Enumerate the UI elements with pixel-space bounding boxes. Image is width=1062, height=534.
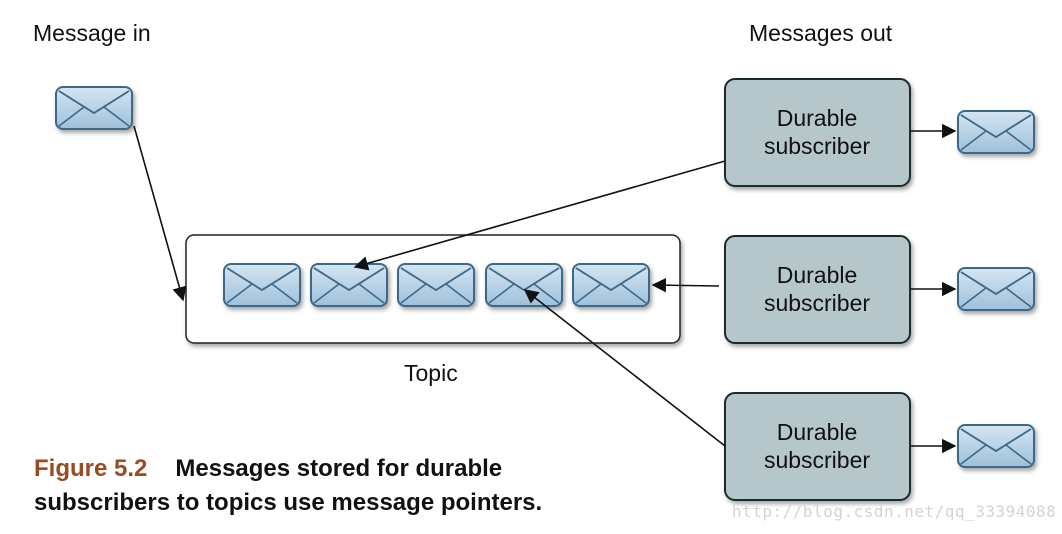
stored-message-1-envelope-icon	[223, 263, 301, 307]
arrow-subscriber-3-pointer	[523, 289, 726, 447]
stored-message-3-envelope-icon	[397, 263, 475, 307]
arrow-message-in-to-topic	[133, 125, 187, 302]
subscriber-3: Durable subscriber	[724, 392, 911, 501]
message-in-label: Message in	[33, 20, 151, 46]
subscriber-3-line2: subscriber	[764, 447, 870, 473]
stored-message-4-envelope-icon	[485, 263, 563, 307]
subscriber-1-box	[724, 78, 911, 187]
outgoing-message-2-envelope-icon	[957, 267, 1035, 311]
subscriber-1: Durable subscriber	[724, 78, 911, 187]
messages-out-label: Messages out	[749, 20, 893, 46]
caption-text-line2: subscribers to topics use message pointe…	[34, 489, 543, 516]
caption-text-line1: Messages stored for durable	[175, 455, 503, 482]
figure-caption: Figure 5.2 Messages stored for durable su…	[34, 452, 674, 520]
subscriber-1-line1: Durable	[777, 105, 858, 131]
figure-number: Figure 5.2	[34, 455, 148, 482]
arrow-subscriber-2-pointer	[651, 277, 720, 293]
outgoing-message-3-envelope-icon	[957, 424, 1035, 468]
arrow-subscriber-1-pointer	[353, 160, 726, 271]
topic-label: Topic	[404, 360, 458, 386]
outgoing-message-1-envelope-icon	[957, 110, 1035, 154]
incoming-message-envelope-icon	[55, 86, 133, 130]
watermark: http://blog.csdn.net/qq_33394088	[732, 502, 1057, 521]
subscriber-2-line1: Durable	[777, 262, 858, 288]
subscriber-2-line2: subscriber	[764, 290, 870, 316]
caption-line-1: Figure 5.2 Messages stored for durable	[34, 452, 674, 486]
subscriber-1-line2: subscriber	[764, 133, 870, 159]
subscriber-3-line1: Durable	[777, 419, 858, 445]
subscriber-2: Durable subscriber	[724, 235, 911, 344]
stored-message-2-envelope-icon	[310, 263, 388, 307]
stored-message-5-envelope-icon	[572, 263, 650, 307]
